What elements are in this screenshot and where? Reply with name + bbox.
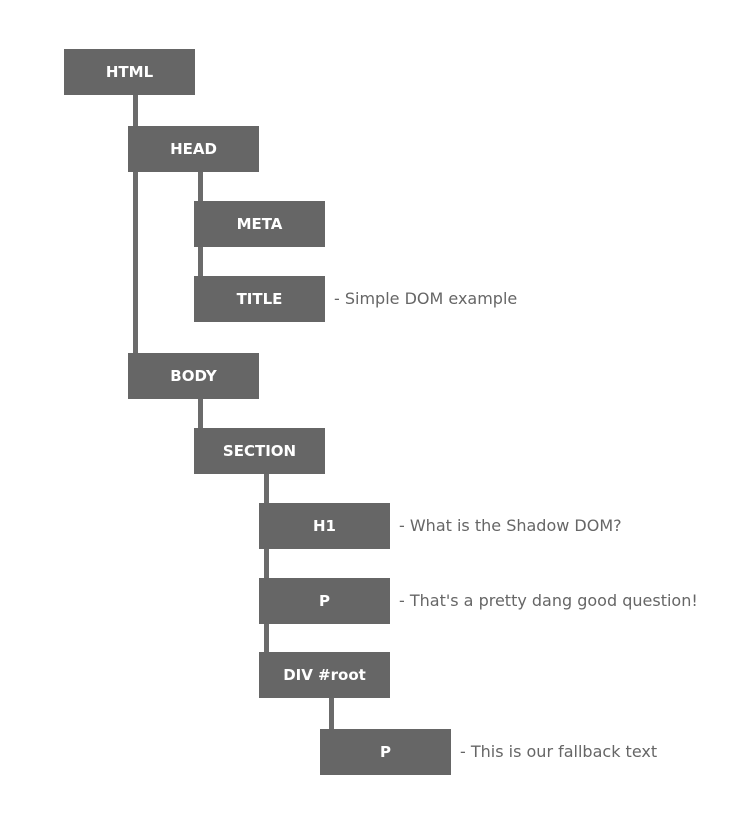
note-p: - That's a pretty dang good question! (399, 591, 698, 610)
node-body: BODY (128, 353, 259, 399)
note-p-fallback: - This is our fallback text (460, 742, 658, 761)
note-h1: - What is the Shadow DOM? (399, 516, 622, 535)
node-p: P (259, 578, 390, 624)
connector-section-children (264, 473, 269, 654)
node-meta: META (194, 201, 325, 247)
node-title: TITLE (194, 276, 325, 322)
node-section: SECTION (194, 428, 325, 474)
connector-div-root-children (329, 697, 334, 731)
node-head: HEAD (128, 126, 259, 172)
connector-body-children (198, 398, 203, 430)
node-div-root: DIV #root (259, 652, 390, 698)
node-p-fallback: P (320, 729, 451, 775)
connector-html-children (133, 94, 138, 355)
node-html: HTML (64, 49, 195, 95)
node-h1: H1 (259, 503, 390, 549)
note-title: - Simple DOM example (334, 289, 518, 308)
